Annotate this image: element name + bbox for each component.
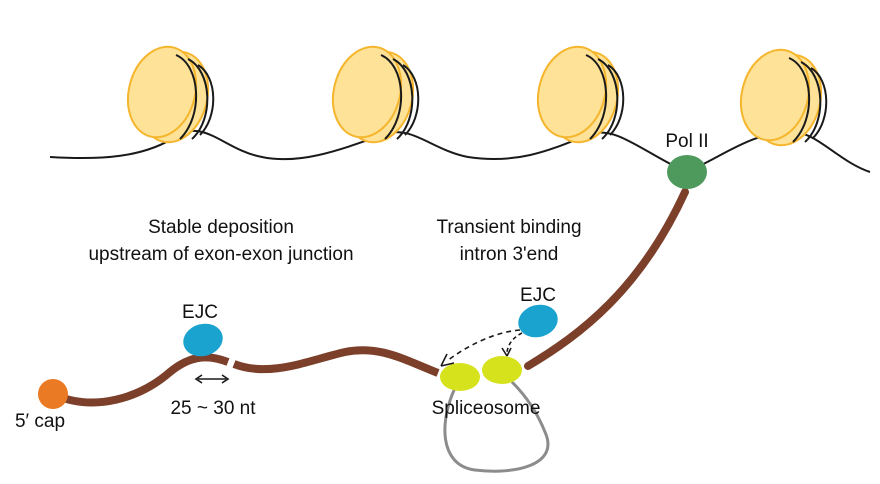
distance-label: 25 ~ 30 nt: [170, 398, 256, 419]
arrowhead-intron: [501, 347, 512, 357]
rna-exon-1: [53, 353, 230, 407]
spliceosome-subunit-right: [482, 356, 522, 384]
nucleosome-4: [739, 48, 828, 147]
rna-nascent: [524, 188, 689, 370]
spliceosome-label: Spliceosome: [432, 398, 541, 419]
dashed-arrow-to-intron: [506, 332, 523, 353]
transient-binding-line1: Transient binding: [436, 217, 581, 238]
nucleosome-1: [126, 45, 215, 144]
ejc-bound-label: EJC: [182, 302, 218, 323]
cap-label: 5′ cap: [15, 411, 65, 432]
stable-deposition-line1: Stable deposition: [148, 217, 294, 238]
intron-loop: [443, 380, 550, 473]
ejc-free: [518, 304, 558, 338]
transient-binding-line2: intron 3'end: [460, 244, 559, 265]
pol2-label: Pol II: [665, 131, 708, 152]
rna-exon-2: [232, 346, 440, 377]
nucleosome-2: [331, 45, 420, 144]
pol2-enzyme: [667, 155, 707, 189]
spliceosome-subunit-left: [440, 363, 480, 391]
ejc-free-label: EJC: [520, 285, 556, 306]
dashed-arrow-to-upstream: [446, 329, 521, 362]
arrowhead-upstream: [440, 353, 455, 367]
dna-strand: [49, 129, 871, 174]
distance-arrow: [194, 374, 230, 384]
stable-deposition-line2: upstream of exon-exon junction: [88, 244, 353, 265]
cap-5prime: [38, 379, 68, 409]
ejc-bound: [183, 323, 223, 357]
nucleosome-3: [536, 45, 625, 144]
